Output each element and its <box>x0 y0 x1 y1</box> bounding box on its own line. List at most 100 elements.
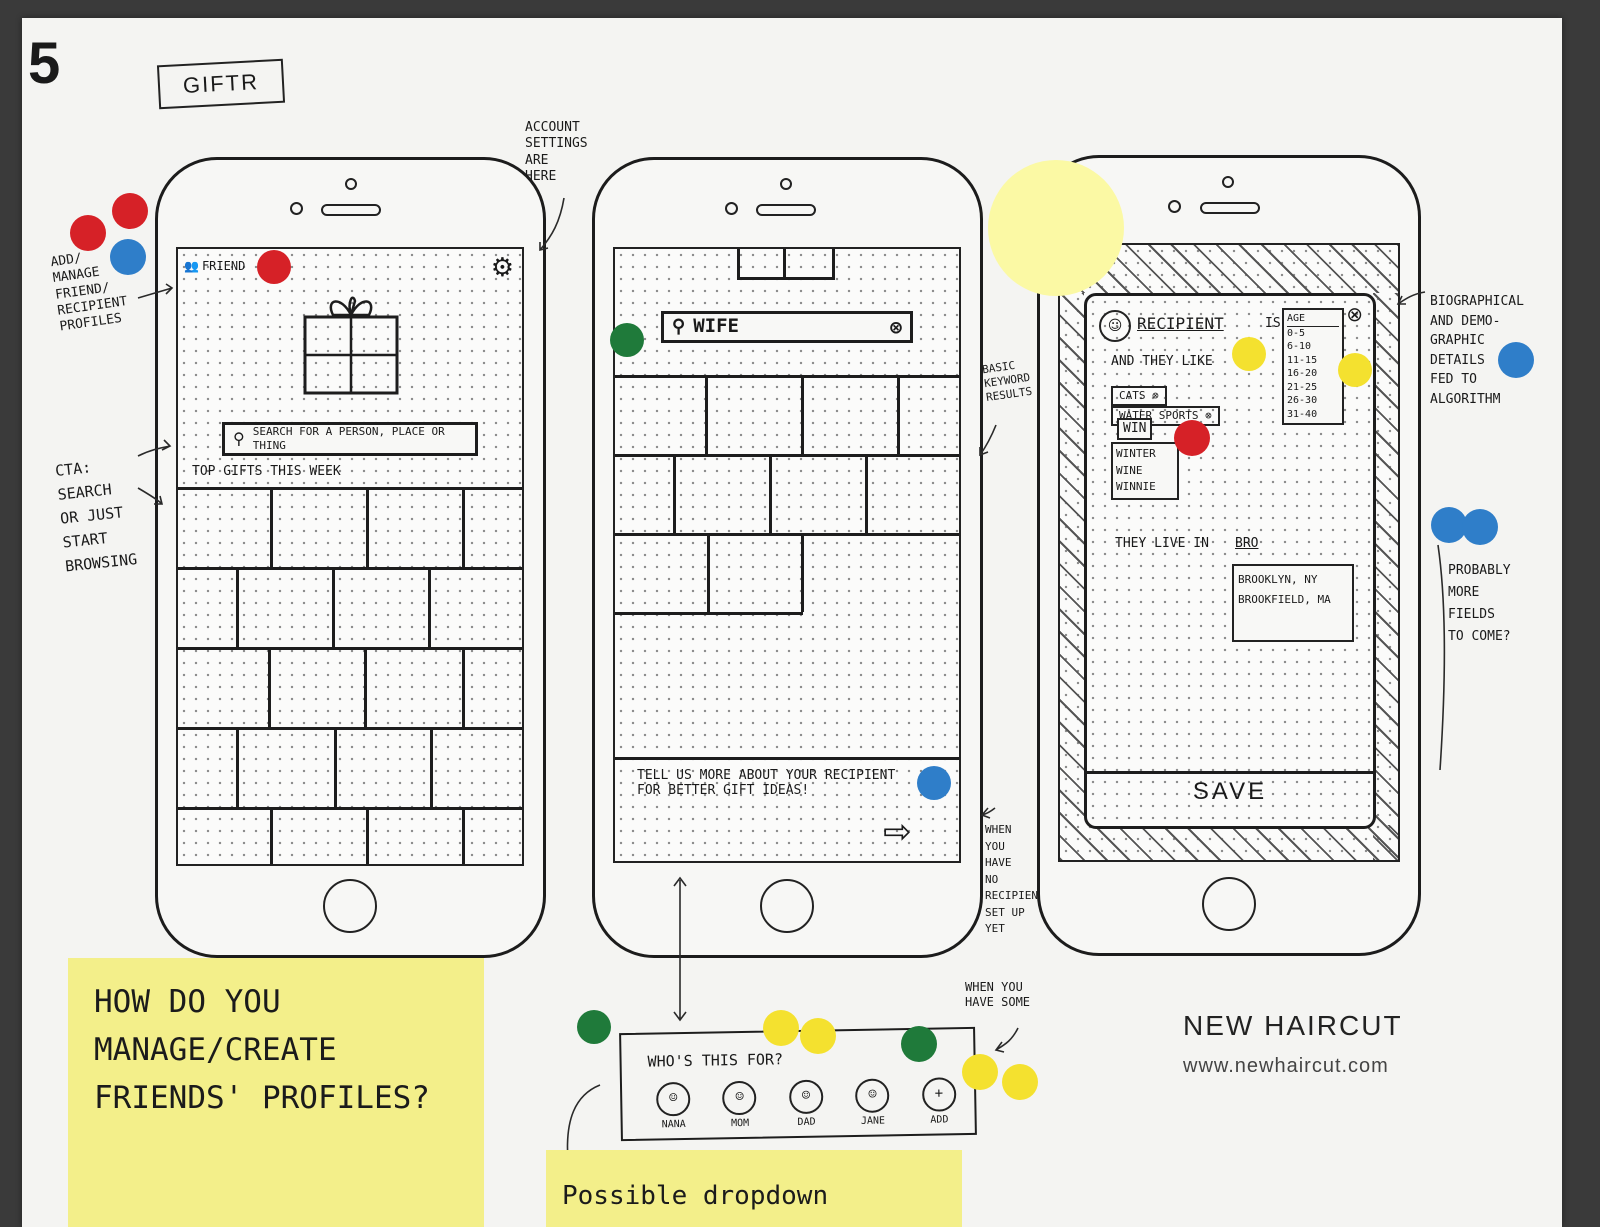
yellow-dot-sticker <box>1338 353 1372 387</box>
they-live-in-label: THEY LIVE IN <box>1115 536 1209 551</box>
yellow-dot-sticker <box>1232 337 1266 371</box>
phone-speaker <box>756 204 816 216</box>
sticky-note-main-text: HOW DO YOU MANAGE/CREATE FRIENDS' PROFIL… <box>94 984 430 1117</box>
location-option[interactable]: BROOKLYN, NY <box>1238 573 1318 586</box>
annotation-cta: CTA: SEARCH OR JUST START BROWSING <box>54 458 139 576</box>
green-dot-sticker <box>610 323 644 357</box>
suggestion-item[interactable]: WINE <box>1116 463 1143 477</box>
phone-camera <box>345 178 357 190</box>
recipient-label: RECIPIENT <box>1137 314 1224 333</box>
home-button[interactable] <box>1202 877 1256 931</box>
blue-dot-sticker <box>917 766 951 800</box>
age-dropdown[interactable]: AGE 0-5 6-10 11-15 16-20 21-25 26-30 31-… <box>1282 308 1344 425</box>
yellow-dot-sticker <box>962 1054 998 1090</box>
large-yellow-sticker <box>988 160 1124 296</box>
recipients-list: ☺NANA ☺MOM ☺DAD ☺JANE +ADD <box>644 1077 969 1133</box>
age-option[interactable]: 6-10 <box>1287 341 1312 352</box>
brand-url: www.newhaircut.com <box>1183 1055 1389 1077</box>
sticky-note-bottom-text: Possible dropdown <box>562 1181 829 1211</box>
annotation-account-settings: ACCOUNT SETTINGS ARE HERE <box>525 120 588 184</box>
phone-sensor <box>290 202 303 215</box>
is-label: IS <box>1265 316 1281 331</box>
phone-search-results: ⚲ WIFE ⊗ TELL US MORE ABOUT YOUR RECIPIE… <box>592 157 983 958</box>
add-recipient-button[interactable]: +ADD <box>910 1077 969 1128</box>
search-placeholder: SEARCH FOR A PERSON, PLACE OR THING <box>252 425 445 452</box>
likes-input[interactable]: WIN <box>1117 418 1153 441</box>
app-title: GIFTR <box>156 58 286 110</box>
top-tab[interactable] <box>737 249 835 280</box>
plus-icon: + <box>921 1077 957 1112</box>
green-dot-sticker <box>577 1010 611 1044</box>
sticky-note-bottom: Possible dropdown <box>546 1150 962 1227</box>
recipient-form-screen: ☺ RECIPIENT IS ⊗ AGE 0-5 6-10 11-15 16-2… <box>1058 243 1400 862</box>
blue-dot-sticker <box>1431 507 1467 543</box>
friends-icon: 👥 <box>184 259 199 273</box>
red-dot-sticker <box>70 215 106 251</box>
phone-camera <box>1222 176 1234 188</box>
search-input[interactable]: ⚲ SEARCH FOR A PERSON, PLACE OR THING <box>222 422 478 456</box>
friends-button[interactable]: 👥 FRIEND <box>184 259 245 274</box>
search-input[interactable]: ⚲ WIFE ⊗ <box>661 311 913 343</box>
person-icon: ☺ <box>788 1079 824 1115</box>
location-option[interactable]: BROOKFIELD, MA <box>1238 592 1331 606</box>
brand-name: NEW HAIRCUT <box>1183 1010 1403 1041</box>
recipient-prompt: TELL US MORE ABOUT YOUR RECIPIENT FOR BE… <box>637 768 896 798</box>
recipient-item[interactable]: ☺DAD <box>777 1079 836 1130</box>
person-icon: ☺ <box>722 1080 757 1116</box>
gift-icon <box>303 277 399 395</box>
they-like-label: AND THEY LIKE <box>1111 354 1213 369</box>
red-dot-sticker <box>112 193 148 229</box>
age-option[interactable]: 11-15 <box>1287 354 1318 366</box>
yellow-dot-sticker <box>800 1018 836 1054</box>
age-option[interactable]: 0-5 <box>1287 327 1306 339</box>
suggestion-item[interactable]: WINNIE <box>1116 480 1156 493</box>
suggestion-item[interactable]: WINTER <box>1116 447 1156 460</box>
age-option[interactable]: 31-40 <box>1287 408 1318 420</box>
blue-dot-sticker <box>1462 509 1498 545</box>
home-button[interactable] <box>323 879 377 933</box>
blue-dot-sticker <box>110 239 146 275</box>
recipient-item[interactable]: ☺NANA <box>644 1081 703 1133</box>
location-input[interactable]: BRO <box>1235 536 1259 551</box>
age-option[interactable]: 21-25 <box>1287 381 1318 393</box>
phone-speaker <box>1200 202 1260 214</box>
clear-icon[interactable]: ⊗ <box>889 314 902 339</box>
save-button[interactable]: SAVE <box>1192 778 1268 805</box>
next-arrow-icon[interactable]: ⇨ <box>883 812 912 852</box>
sheet-number: 5 <box>28 31 61 96</box>
home-button[interactable] <box>760 879 814 933</box>
red-dot-sticker <box>257 250 291 284</box>
gear-icon[interactable]: ⚙ <box>490 253 514 283</box>
annotation-when-no-recipients: WHEN YOU HAVE NO RECIPIENTS SET UP YET <box>985 823 1052 935</box>
recipient-modal: ☺ RECIPIENT IS ⊗ AGE 0-5 6-10 11-15 16-2… <box>1084 293 1376 829</box>
green-dot-sticker <box>901 1026 937 1062</box>
phone-sensor <box>725 202 738 215</box>
likes-suggestions: WINTER WINE WINNIE <box>1111 442 1179 500</box>
phone-home-screen: 👥 FRIEND ⚙ ⚲ SEARCH FOR A PERSON, PLACE … <box>155 157 546 958</box>
recipient-item[interactable]: ☺JANE <box>843 1078 902 1129</box>
phone-sensor <box>1168 200 1181 213</box>
close-icon[interactable]: ⊗ <box>1346 302 1363 326</box>
recipient-item[interactable]: ☺MOM <box>710 1080 769 1132</box>
sticky-note-main: HOW DO YOU MANAGE/CREATE FRIENDS' PROFIL… <box>68 958 484 1227</box>
age-dropdown-label: AGE <box>1287 312 1339 327</box>
search-value: WIFE <box>693 315 739 338</box>
age-option[interactable]: 16-20 <box>1287 368 1318 379</box>
search-icon: ⚲ <box>672 315 686 337</box>
section-title-top-gifts: TOP GIFTS THIS WEEK <box>192 464 341 479</box>
recipients-title: WHO'S THIS FOR? <box>647 1050 784 1071</box>
age-option[interactable]: 26-30 <box>1287 395 1318 406</box>
like-chip[interactable]: CATS ⊗ <box>1111 386 1167 406</box>
person-icon: ☺ <box>655 1081 691 1117</box>
search-results-screen: ⚲ WIFE ⊗ TELL US MORE ABOUT YOUR RECIPIE… <box>613 247 961 863</box>
avatar-icon: ☺ <box>1099 310 1131 342</box>
annotation-bio-demo: BIOGRAPHICAL AND DEMO- GRAPHIC DETAILS F… <box>1430 294 1524 407</box>
friends-label: FRIEND <box>201 259 246 273</box>
annotation-probably-more: PROBABLY MORE FIELDS TO COME? <box>1448 563 1511 645</box>
annotation-basic-keyword: BASIC KEYWORD RESULTS <box>981 358 1033 404</box>
yellow-dot-sticker <box>1002 1064 1038 1100</box>
phone-speaker <box>321 204 381 216</box>
phone-recipient-form: ☺ RECIPIENT IS ⊗ AGE 0-5 6-10 11-15 16-2… <box>1037 155 1421 956</box>
home-screen: 👥 FRIEND ⚙ ⚲ SEARCH FOR A PERSON, PLACE … <box>176 247 524 866</box>
annotation-when-you-have-some: WHEN YOU HAVE SOME <box>965 980 1031 1009</box>
